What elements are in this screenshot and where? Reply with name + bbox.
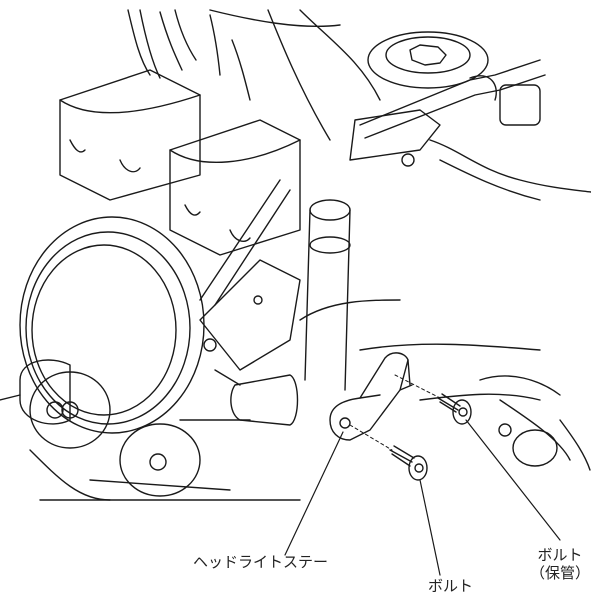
stay-mount-area xyxy=(419,393,591,471)
leader-headlight-stay xyxy=(284,431,344,556)
tank-outline xyxy=(209,9,381,101)
turn-signal-left xyxy=(0,359,71,425)
bolt-lower xyxy=(389,445,428,481)
cable-bundle xyxy=(127,9,331,141)
horn-left xyxy=(29,371,111,449)
fuel-cap xyxy=(367,31,489,89)
headlight-stay-label: ヘッドライトステー xyxy=(193,553,329,571)
turn-signal-right xyxy=(214,369,299,426)
bolt-label: ボルト xyxy=(428,577,474,595)
alignment-lines xyxy=(349,374,441,451)
headlight-bracket xyxy=(199,179,301,371)
leader-bolt xyxy=(419,479,441,576)
leader-lines xyxy=(284,419,561,576)
horn-center xyxy=(119,423,201,497)
bolt-stored xyxy=(437,393,472,425)
fork-tube xyxy=(304,199,351,391)
bolt-stored-label-line1: ボルト xyxy=(537,546,583,564)
bolt-stored-label: ボルト （保管） xyxy=(530,546,590,582)
headlight xyxy=(19,216,205,434)
meter-pod-right xyxy=(169,119,301,256)
handlebar-right xyxy=(349,59,591,201)
bolt-stored-label-line2: （保管） xyxy=(530,564,591,582)
lower-frame xyxy=(29,299,561,501)
meter-pod-left xyxy=(59,69,201,201)
leader-bolt-stored xyxy=(465,419,561,541)
headlight-stay-part xyxy=(329,352,413,441)
